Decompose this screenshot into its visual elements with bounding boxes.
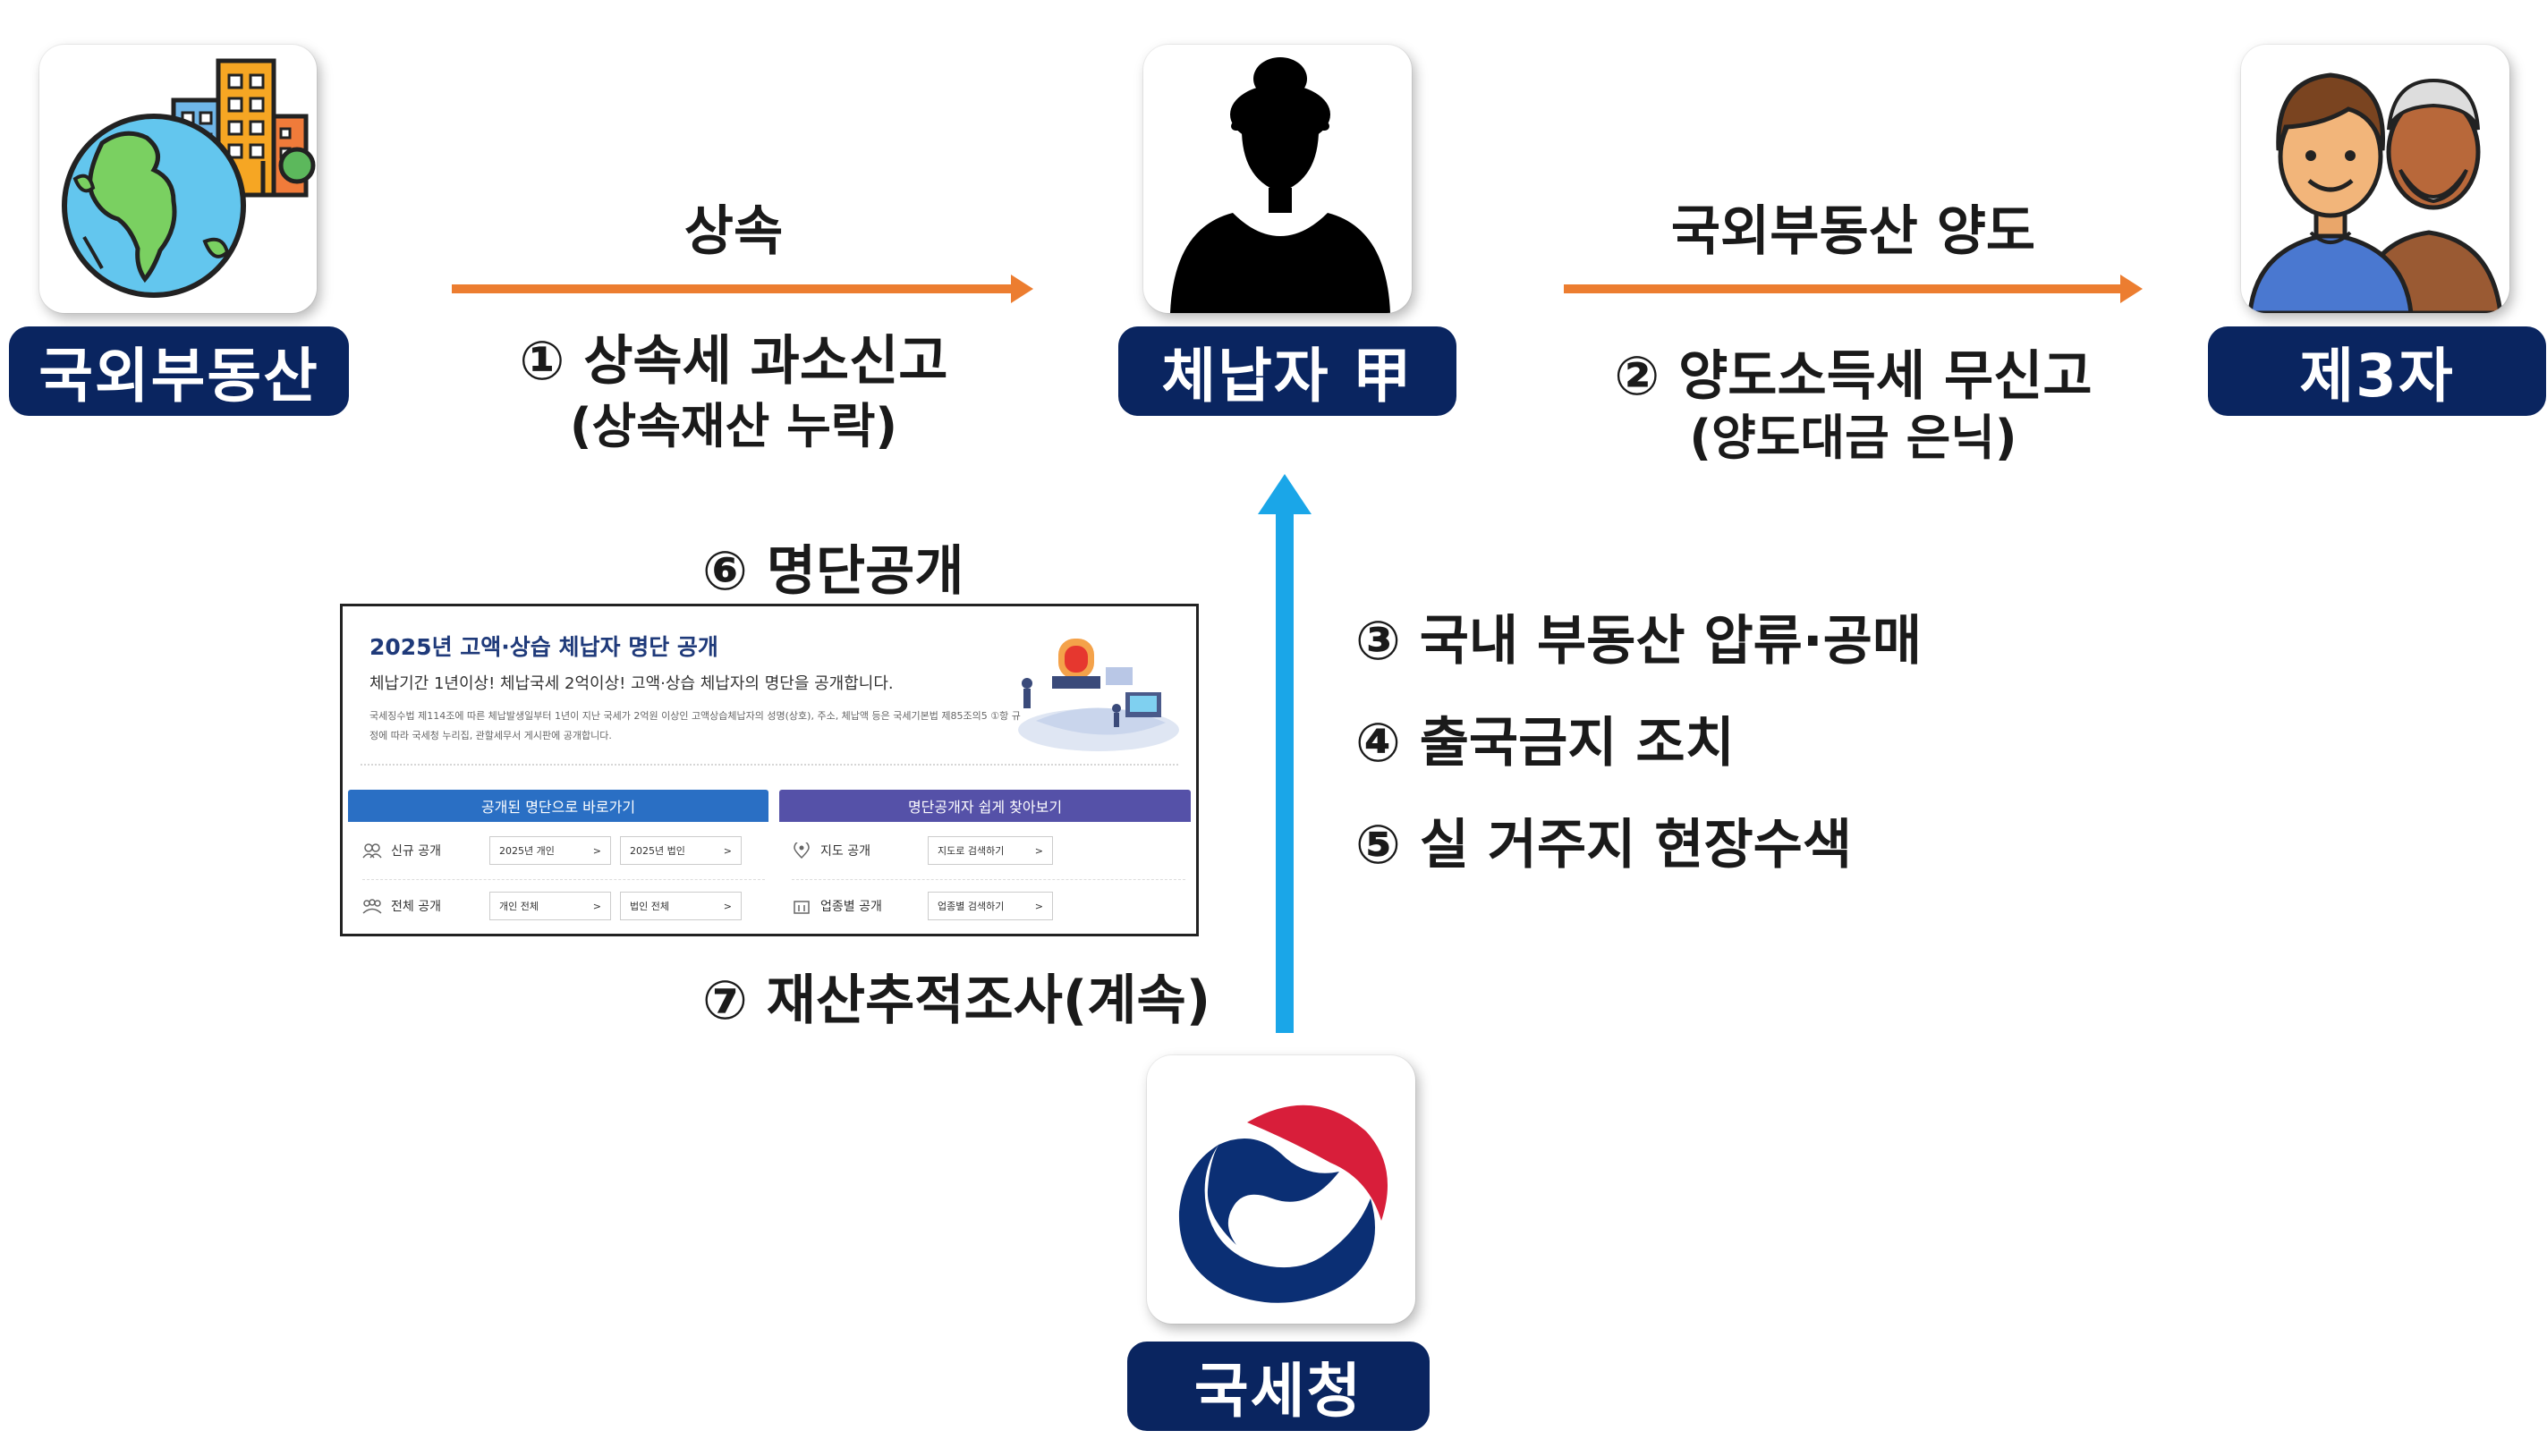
right-row-map: 지도 공개 지도로 검색하기>	[792, 830, 1185, 871]
group-icon	[362, 899, 382, 914]
nts-logo-tile	[1147, 1055, 1415, 1324]
right-row-divider	[792, 879, 1185, 880]
chevron-right-icon: >	[1034, 844, 1043, 857]
right-row-industry: 업종별 공개 업종별 검색하기>	[792, 885, 1185, 927]
left-column-header[interactable]: 공개된 명단으로 바로가기	[348, 790, 768, 822]
chip-corporate-all[interactable]: 법인 전체>	[620, 892, 742, 920]
globe-buildings-icon	[62, 58, 316, 298]
transfer-nonreport-label: ② 양도소득세 무신고	[1614, 345, 2093, 408]
two-people-icon	[2247, 72, 2503, 313]
action-travel-ban: ④ 출국금지 조치	[1355, 712, 1735, 775]
screenshot-separator	[361, 764, 1178, 766]
screenshot-subtitle: 체납기간 1년이상! 체납국세 2억이상! 고액·상습 체납자의 명단을 공개합…	[369, 674, 894, 693]
transfer-conceal-label: (양도대금 은닉)	[1689, 410, 2017, 466]
inherit-underreport-label: ① 상속세 과소신고	[519, 330, 948, 393]
node-foreign-property: 국외부동산	[9, 326, 349, 416]
action-tracking: ⑦ 재산추적조사(계속)	[702, 969, 1211, 1032]
person-silhouette-icon	[1170, 57, 1390, 313]
right-row-industry-label: 업종별 공개	[820, 900, 882, 914]
inherit-arrow	[452, 275, 1033, 303]
action-disclosure: ⑥ 명단공개	[702, 540, 964, 603]
transfer-label: 국외부동산 양도	[1670, 200, 2036, 263]
chip-map-search[interactable]: 지도로 검색하기>	[928, 836, 1053, 865]
left-row-all: 전체 공개 개인 전체> 법인 전체>	[362, 885, 765, 927]
left-row-divider	[362, 879, 765, 880]
screenshot-title: 2025년 고액·상습 체납자 명단 공개	[369, 634, 718, 660]
inherit-omission-label: (상속재산 누락)	[569, 398, 898, 454]
chevron-right-icon: >	[723, 844, 732, 857]
nts-taegeuk-logo-icon	[1178, 1105, 1388, 1303]
disclosure-website-screenshot: 2025년 고액·상습 체납자 명단 공개 체납기간 1년이상! 체납국세 2억…	[340, 604, 1199, 936]
people-icon	[362, 843, 382, 859]
chevron-right-icon: >	[1034, 900, 1043, 912]
node-nts: 국세청	[1127, 1342, 1430, 1431]
transfer-arrow	[1564, 275, 2143, 303]
right-row-map-label: 지도 공개	[820, 844, 870, 859]
action-search: ⑤ 실 거주지 현장수색	[1355, 814, 1853, 876]
third-party-icon-tile	[2241, 45, 2509, 313]
building-icon	[794, 901, 810, 914]
chevron-right-icon: >	[592, 844, 601, 857]
node-taxpayer: 체납자 甲	[1118, 326, 1456, 416]
left-row-all-label: 전체 공개	[391, 900, 441, 914]
taxpayer-icon-tile	[1143, 45, 1412, 313]
screenshot-description: 국세징수법 제114조에 따른 체납발생일부터 1년이 지난 국세가 2억원 이…	[369, 710, 1021, 741]
left-row-new: 신규 공개 2025년 개인> 2025년 법인>	[362, 830, 765, 871]
node-third-party: 제3자	[2208, 326, 2546, 416]
action-seizure: ③ 국내 부동산 압류·공매	[1355, 610, 1923, 673]
chip-2025-individual[interactable]: 2025년 개인>	[489, 836, 611, 865]
map-pin-icon	[794, 842, 810, 859]
nts-to-taxpayer-arrow	[1258, 474, 1312, 1033]
chip-2025-corporate[interactable]: 2025년 법인>	[620, 836, 742, 865]
chip-industry-search[interactable]: 업종별 검색하기>	[928, 892, 1053, 920]
siren-city-illustration-icon	[1018, 639, 1179, 751]
chip-individual-all[interactable]: 개인 전체>	[489, 892, 611, 920]
chevron-right-icon: >	[723, 900, 732, 912]
left-row-new-label: 신규 공개	[391, 844, 441, 859]
chevron-right-icon: >	[592, 900, 601, 912]
right-column-header[interactable]: 명단공개자 쉽게 찾아보기	[779, 790, 1191, 822]
inherit-label: 상속	[683, 200, 784, 263]
foreign-property-icon-tile	[39, 45, 317, 313]
